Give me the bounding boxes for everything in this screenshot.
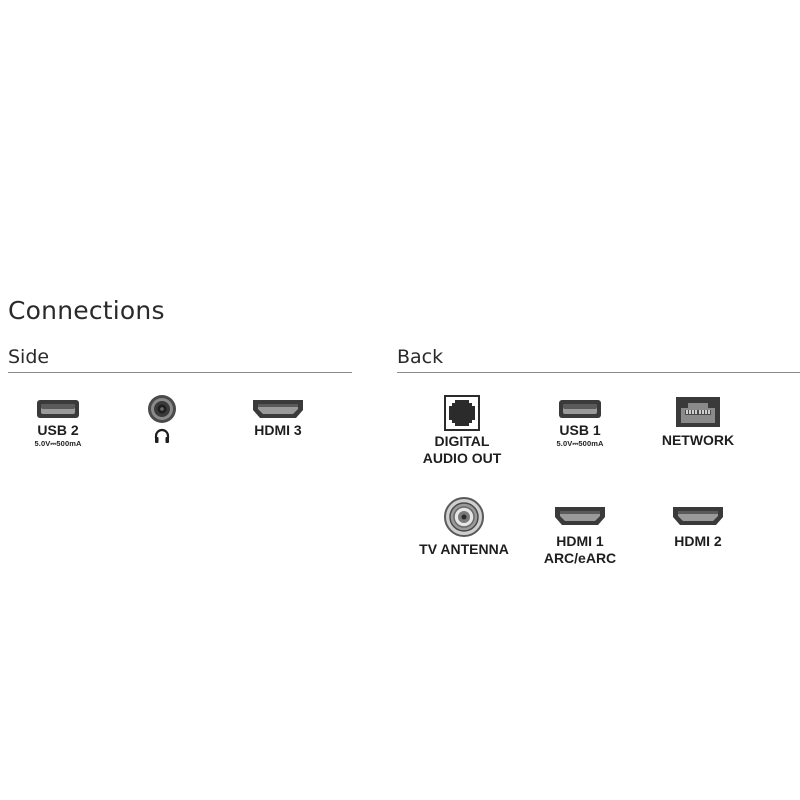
port-usb2: USB 2 5.0V⎓500mA — [18, 398, 98, 448]
hdmi-port-icon — [555, 507, 605, 525]
port-rating-usb1: 5.0V⎓500mA — [556, 439, 604, 448]
port-hdmi2: HDMI 2 — [662, 505, 734, 550]
port-label-usb1: USB 1 — [559, 422, 601, 438]
section-divider-side — [8, 372, 352, 373]
port-label-hdmi3: HDMI 3 — [254, 422, 302, 438]
port-rating-usb2: 5.0V⎓500mA — [34, 439, 82, 448]
section-label-back: Back — [397, 346, 444, 368]
hdmi-port-icon — [253, 400, 303, 418]
port-label-hdmi1-line2: ARC/eARC — [543, 550, 617, 566]
port-label-digital-audio-line1: DIGITAL — [434, 433, 490, 449]
port-tv-antenna: TV ANTENNA — [408, 496, 520, 558]
usb-port-icon — [559, 400, 601, 418]
port-label-hdmi2: HDMI 2 — [674, 533, 722, 549]
coax-port-icon — [444, 497, 484, 537]
section-label-side: Side — [8, 346, 50, 368]
port-label-usb2: USB 2 — [37, 422, 79, 438]
usb-port-icon — [37, 400, 79, 418]
headphones-icon — [154, 428, 170, 443]
port-hdmi3: HDMI 3 — [242, 398, 314, 439]
hdmi-port-icon — [673, 507, 723, 525]
port-network: NETWORK — [652, 396, 744, 449]
headphone-jack-icon — [148, 395, 176, 423]
port-label-tv-antenna: TV ANTENNA — [419, 541, 509, 557]
optical-port-icon — [444, 395, 480, 431]
page-title: Connections — [8, 296, 165, 325]
port-label-digital-audio-line2: AUDIO OUT — [422, 450, 502, 466]
port-label-network: NETWORK — [661, 432, 735, 448]
port-headphone — [140, 393, 184, 445]
port-hdmi1: HDMI 1 ARC/eARC — [534, 505, 626, 567]
port-label-hdmi1-line1: HDMI 1 — [556, 533, 604, 549]
ethernet-port-icon — [676, 397, 720, 427]
port-usb1: USB 1 5.0V⎓500mA — [538, 398, 622, 448]
section-divider-back — [397, 372, 800, 373]
port-digital-audio-out: DIGITAL AUDIO OUT — [412, 395, 512, 467]
